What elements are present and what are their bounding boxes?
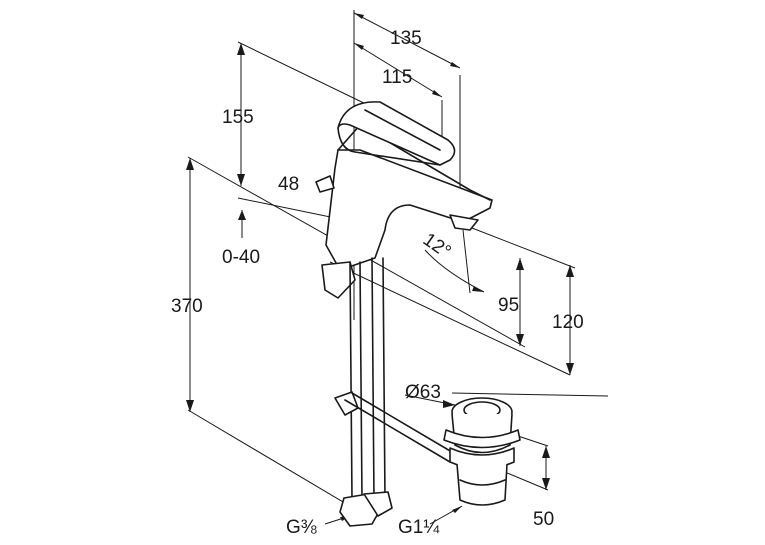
dim-diameter-63: Ø63 — [405, 382, 441, 403]
dim-115: 115 — [382, 67, 412, 88]
dim-155: 155 — [222, 107, 254, 128]
dim-angle-12: 12° — [419, 229, 455, 263]
faucet-body — [315, 101, 493, 271]
dim-120: 120 — [552, 312, 584, 333]
pop-up-rod — [344, 392, 458, 463]
dim-370: 370 — [171, 296, 203, 317]
dim-0-40: 0-40 — [222, 247, 260, 268]
waste-drain — [443, 397, 521, 506]
dim-thread-g1-1-4: G1¼ — [398, 517, 440, 538]
dim-50: 50 — [533, 509, 554, 530]
dim-95: 95 — [498, 295, 519, 316]
dim-thread-g3-8: G⅜ — [286, 517, 317, 538]
supply-hoses — [321, 257, 393, 527]
dim-135: 135 — [390, 28, 422, 49]
dim-48: 48 — [278, 174, 299, 195]
